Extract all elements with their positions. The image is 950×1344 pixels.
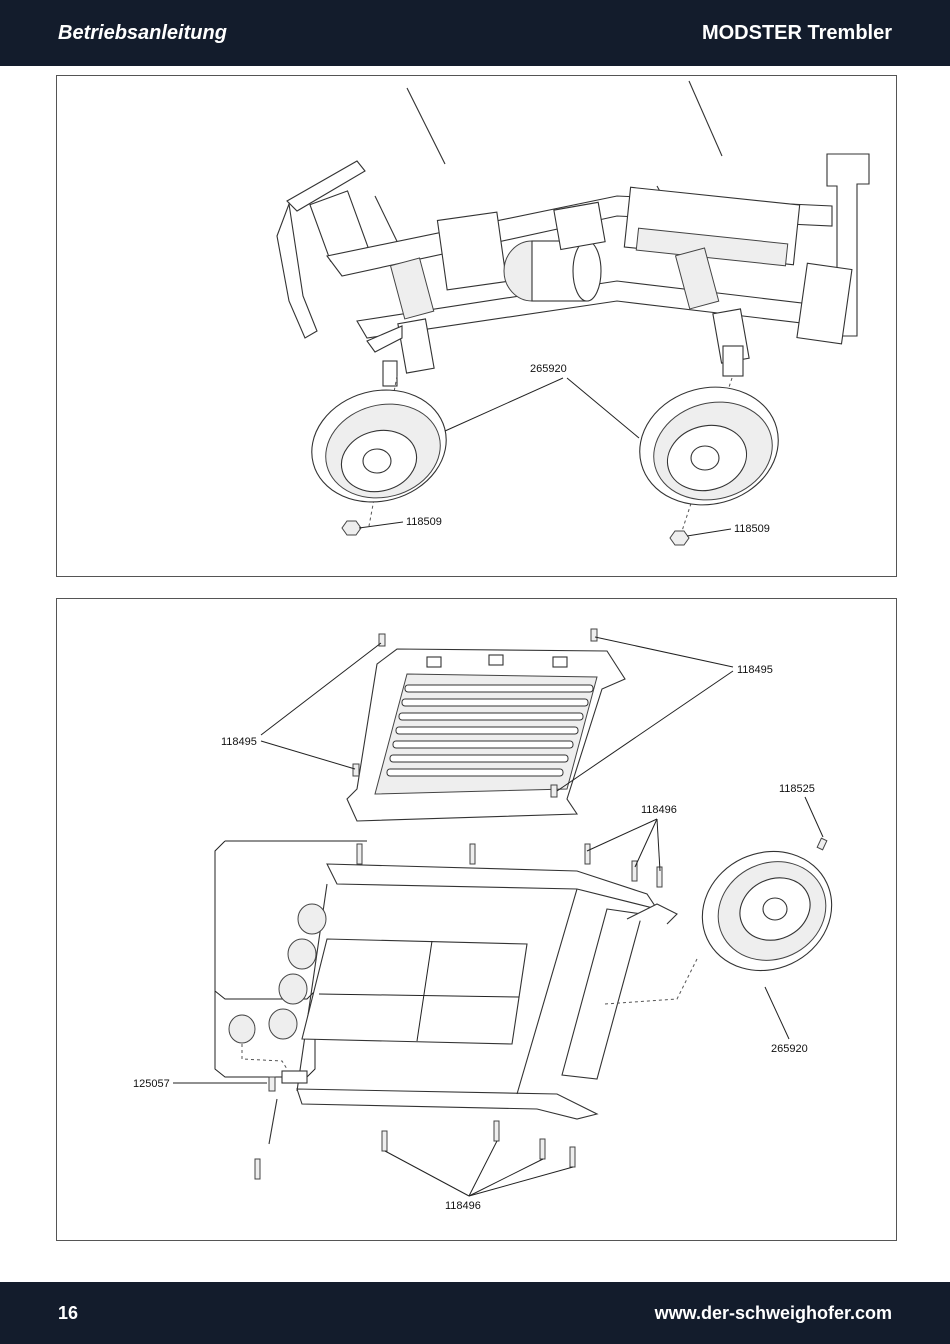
label-rack-screws-bottom: 118496 <box>445 1200 481 1212</box>
chassis-wheel-diagram: 265920 118509 118509 <box>57 76 898 578</box>
spare-wheel-screw <box>817 838 827 850</box>
label-nut-left: 118509 <box>406 516 442 528</box>
label-wheel: 265920 <box>530 363 567 375</box>
label-nut-right: 118509 <box>734 523 770 535</box>
light-mount-bracket <box>282 1071 307 1083</box>
website-url: www.der-schweighofer.com <box>655 1303 892 1324</box>
label-screw-left: 118495 <box>221 736 257 748</box>
page-number: 16 <box>58 1303 78 1324</box>
page-header: Betriebsanleitung MODSTER Trembler <box>0 0 950 66</box>
page-footer: 16 www.der-schweighofer.com <box>0 1282 950 1344</box>
product-title: MODSTER Trembler <box>702 22 892 45</box>
label-spare-wheel: 265920 <box>771 1043 808 1055</box>
label-spare-screw: 118525 <box>779 783 815 795</box>
manual-title: Betriebsanleitung <box>58 22 227 45</box>
wheel-right <box>626 372 791 520</box>
panel-roof-rack: 118495 118495 118525 118496 265920 12505… <box>56 598 897 1241</box>
panel-wheel-mounting: 265920 118509 118509 <box>56 75 897 577</box>
label-screw-top-right: 118495 <box>737 664 773 676</box>
label-rack-screws-top: 118496 <box>641 804 677 816</box>
roof-rack-diagram: 118495 118495 118525 118496 265920 12505… <box>57 599 898 1242</box>
label-light-mount: 125057 <box>133 1078 170 1090</box>
spare-wheel <box>683 831 852 992</box>
wheel-left <box>299 375 459 516</box>
nut-left <box>342 521 361 535</box>
nut-right <box>670 531 689 545</box>
